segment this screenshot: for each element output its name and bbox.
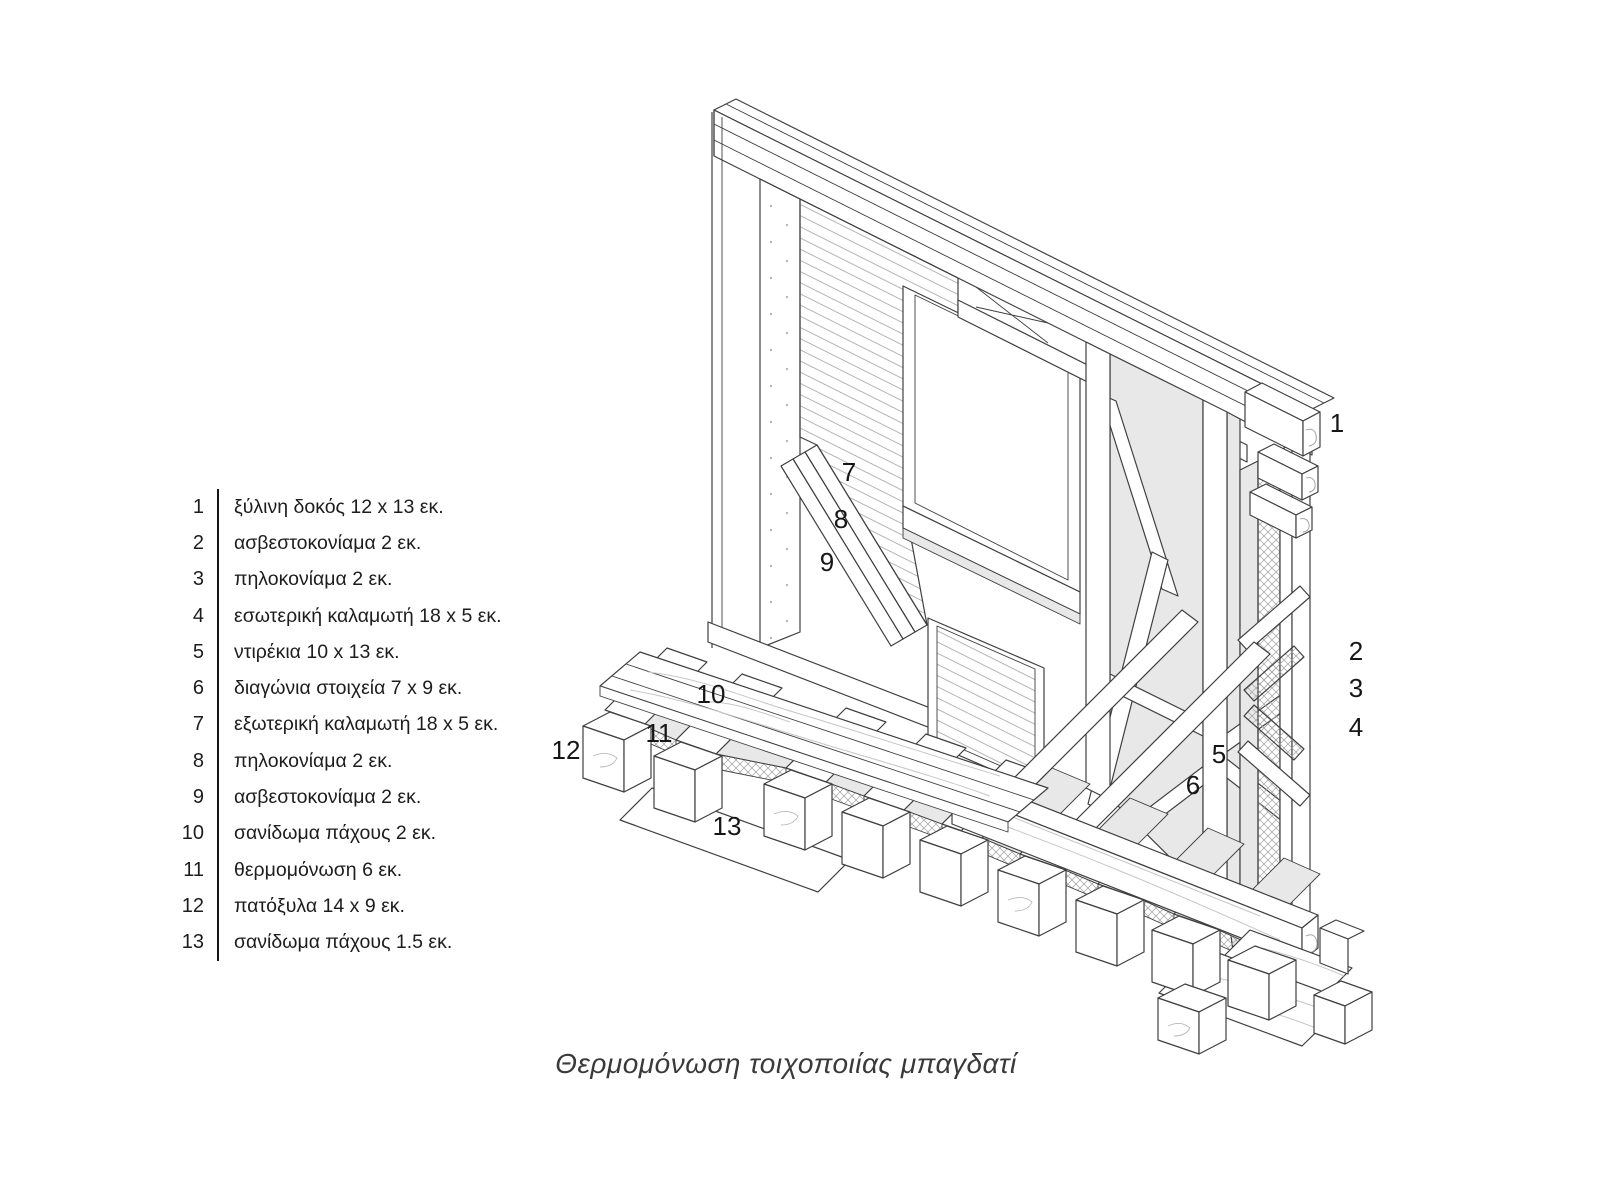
callout-3: 3 xyxy=(1348,673,1364,703)
legend-row-9: 9 ασβεστοκονίαμα 2 εκ. xyxy=(178,779,502,816)
legend-label: σανίδωμα πάχους 2 εκ. xyxy=(217,815,436,852)
callout-6: 6 xyxy=(1185,770,1201,800)
legend-number: 8 xyxy=(192,749,204,772)
legend-row-1: 1 ξύλινη δοκός 12 x 13 εκ. xyxy=(178,489,502,526)
callout-4: 4 xyxy=(1348,712,1364,742)
legend-label: εσωτερική καλαμωτή 18 x 5 εκ. xyxy=(217,597,502,635)
legend-number: 9 xyxy=(192,786,204,809)
legend-number: 1 xyxy=(192,495,204,518)
legend-number: 6 xyxy=(192,677,204,700)
legend-label: ξύλινη δοκός 12 x 13 εκ. xyxy=(217,489,444,526)
legend-row-13: 13 σανίδωμα πάχους 1.5 εκ. xyxy=(178,924,502,961)
legend-number: 7 xyxy=(192,713,204,736)
legend-row-12: 12 πατόξυλα 14 x 9 εκ. xyxy=(178,888,502,925)
callout-10: 10 xyxy=(696,679,726,709)
legend-number: 10 xyxy=(181,822,204,845)
legend-label: σανίδωμα πάχους 1.5 εκ. xyxy=(217,924,452,961)
legend-row-8: 8 πηλοκονίαμα 2 εκ. xyxy=(178,743,502,780)
legend-number: 13 xyxy=(181,931,204,954)
legend-row-6: 6 διαγώνια στοιχεία 7 x 9 εκ. xyxy=(178,670,502,707)
floor-assembly xyxy=(582,609,1373,1055)
legend-row-11: 11 θερμομόνωση 6 εκ. xyxy=(178,851,502,889)
legend-label: πατόξυλα 14 x 9 εκ. xyxy=(217,888,405,925)
legend-row-5: 5 ντιρέκια 10 x 13 εκ. xyxy=(178,634,502,671)
beam-ends xyxy=(1244,382,1321,539)
callout-7: 7 xyxy=(841,457,857,487)
top-beam-assembly xyxy=(713,98,1335,456)
legend-row-2: 2 ασβεστοκονίαμα 2 εκ. xyxy=(178,525,502,562)
callout-2: 2 xyxy=(1348,636,1364,666)
legend-label: ντιρέκια 10 x 13 εκ. xyxy=(217,634,400,671)
callout-11: 11 xyxy=(645,718,673,748)
legend-label: ασβεστοκονίαμα 2 εκ. xyxy=(217,525,421,562)
joist-heads xyxy=(582,711,1373,1055)
legend-label: εξωτερική καλαμωτή 18 x 5 εκ. xyxy=(217,706,498,744)
wall-left-corner-edge xyxy=(711,112,723,648)
callout-5: 5 xyxy=(1211,739,1227,769)
callout-12: 12 xyxy=(551,735,581,765)
legend-number: 12 xyxy=(181,894,204,917)
post-ntirekia xyxy=(1085,341,1111,801)
legend-row-3: 3 πηλοκονίαμα 2 εκ. xyxy=(178,561,502,598)
post-foot-block xyxy=(1319,919,1365,975)
legend-label: θερμομόνωση 6 εκ. xyxy=(217,851,402,889)
floor-deck-planks xyxy=(599,651,1049,833)
callout-8: 8 xyxy=(833,504,849,534)
legend-label: διαγώνια στοιχεία 7 x 9 εκ. xyxy=(217,670,462,707)
callout-13: 13 xyxy=(712,811,742,841)
callout-1: 1 xyxy=(1329,408,1345,438)
legend-number: 3 xyxy=(192,568,204,591)
legend-label: πηλοκονίαμα 2 εκ. xyxy=(217,561,392,598)
drawing-title: Θερμομόνωση τοιχοποιίας μπαγδατί xyxy=(555,1048,1017,1079)
legend-number: 4 xyxy=(192,604,204,627)
legend-number: 5 xyxy=(192,640,204,663)
callout-9: 9 xyxy=(819,547,835,577)
section-edge-stack xyxy=(1237,434,1311,1012)
legend-number: 2 xyxy=(192,531,204,554)
legend-number: 11 xyxy=(183,858,204,881)
legend-label: πηλοκονίαμα 2 εκ. xyxy=(217,743,392,780)
legend-row-10: 10 σανίδωμα πάχους 2 εκ. xyxy=(178,815,502,852)
legend-label: ασβεστοκονίαμα 2 εκ. xyxy=(217,779,421,816)
plaster-edge-dotted-strip xyxy=(759,178,801,649)
window-opening xyxy=(902,285,1081,625)
legend-row-4: 4 εσωτερική καλαμωτή 18 x 5 εκ. xyxy=(178,597,502,635)
legend-row-7: 7 εξωτερική καλαμωτή 18 x 5 εκ. xyxy=(178,706,502,744)
plaster-reveal-layers xyxy=(780,444,928,647)
legend: 1 ξύλινη δοκός 12 x 13 εκ. 2 ασβεστοκονίαμα… xyxy=(178,489,502,961)
